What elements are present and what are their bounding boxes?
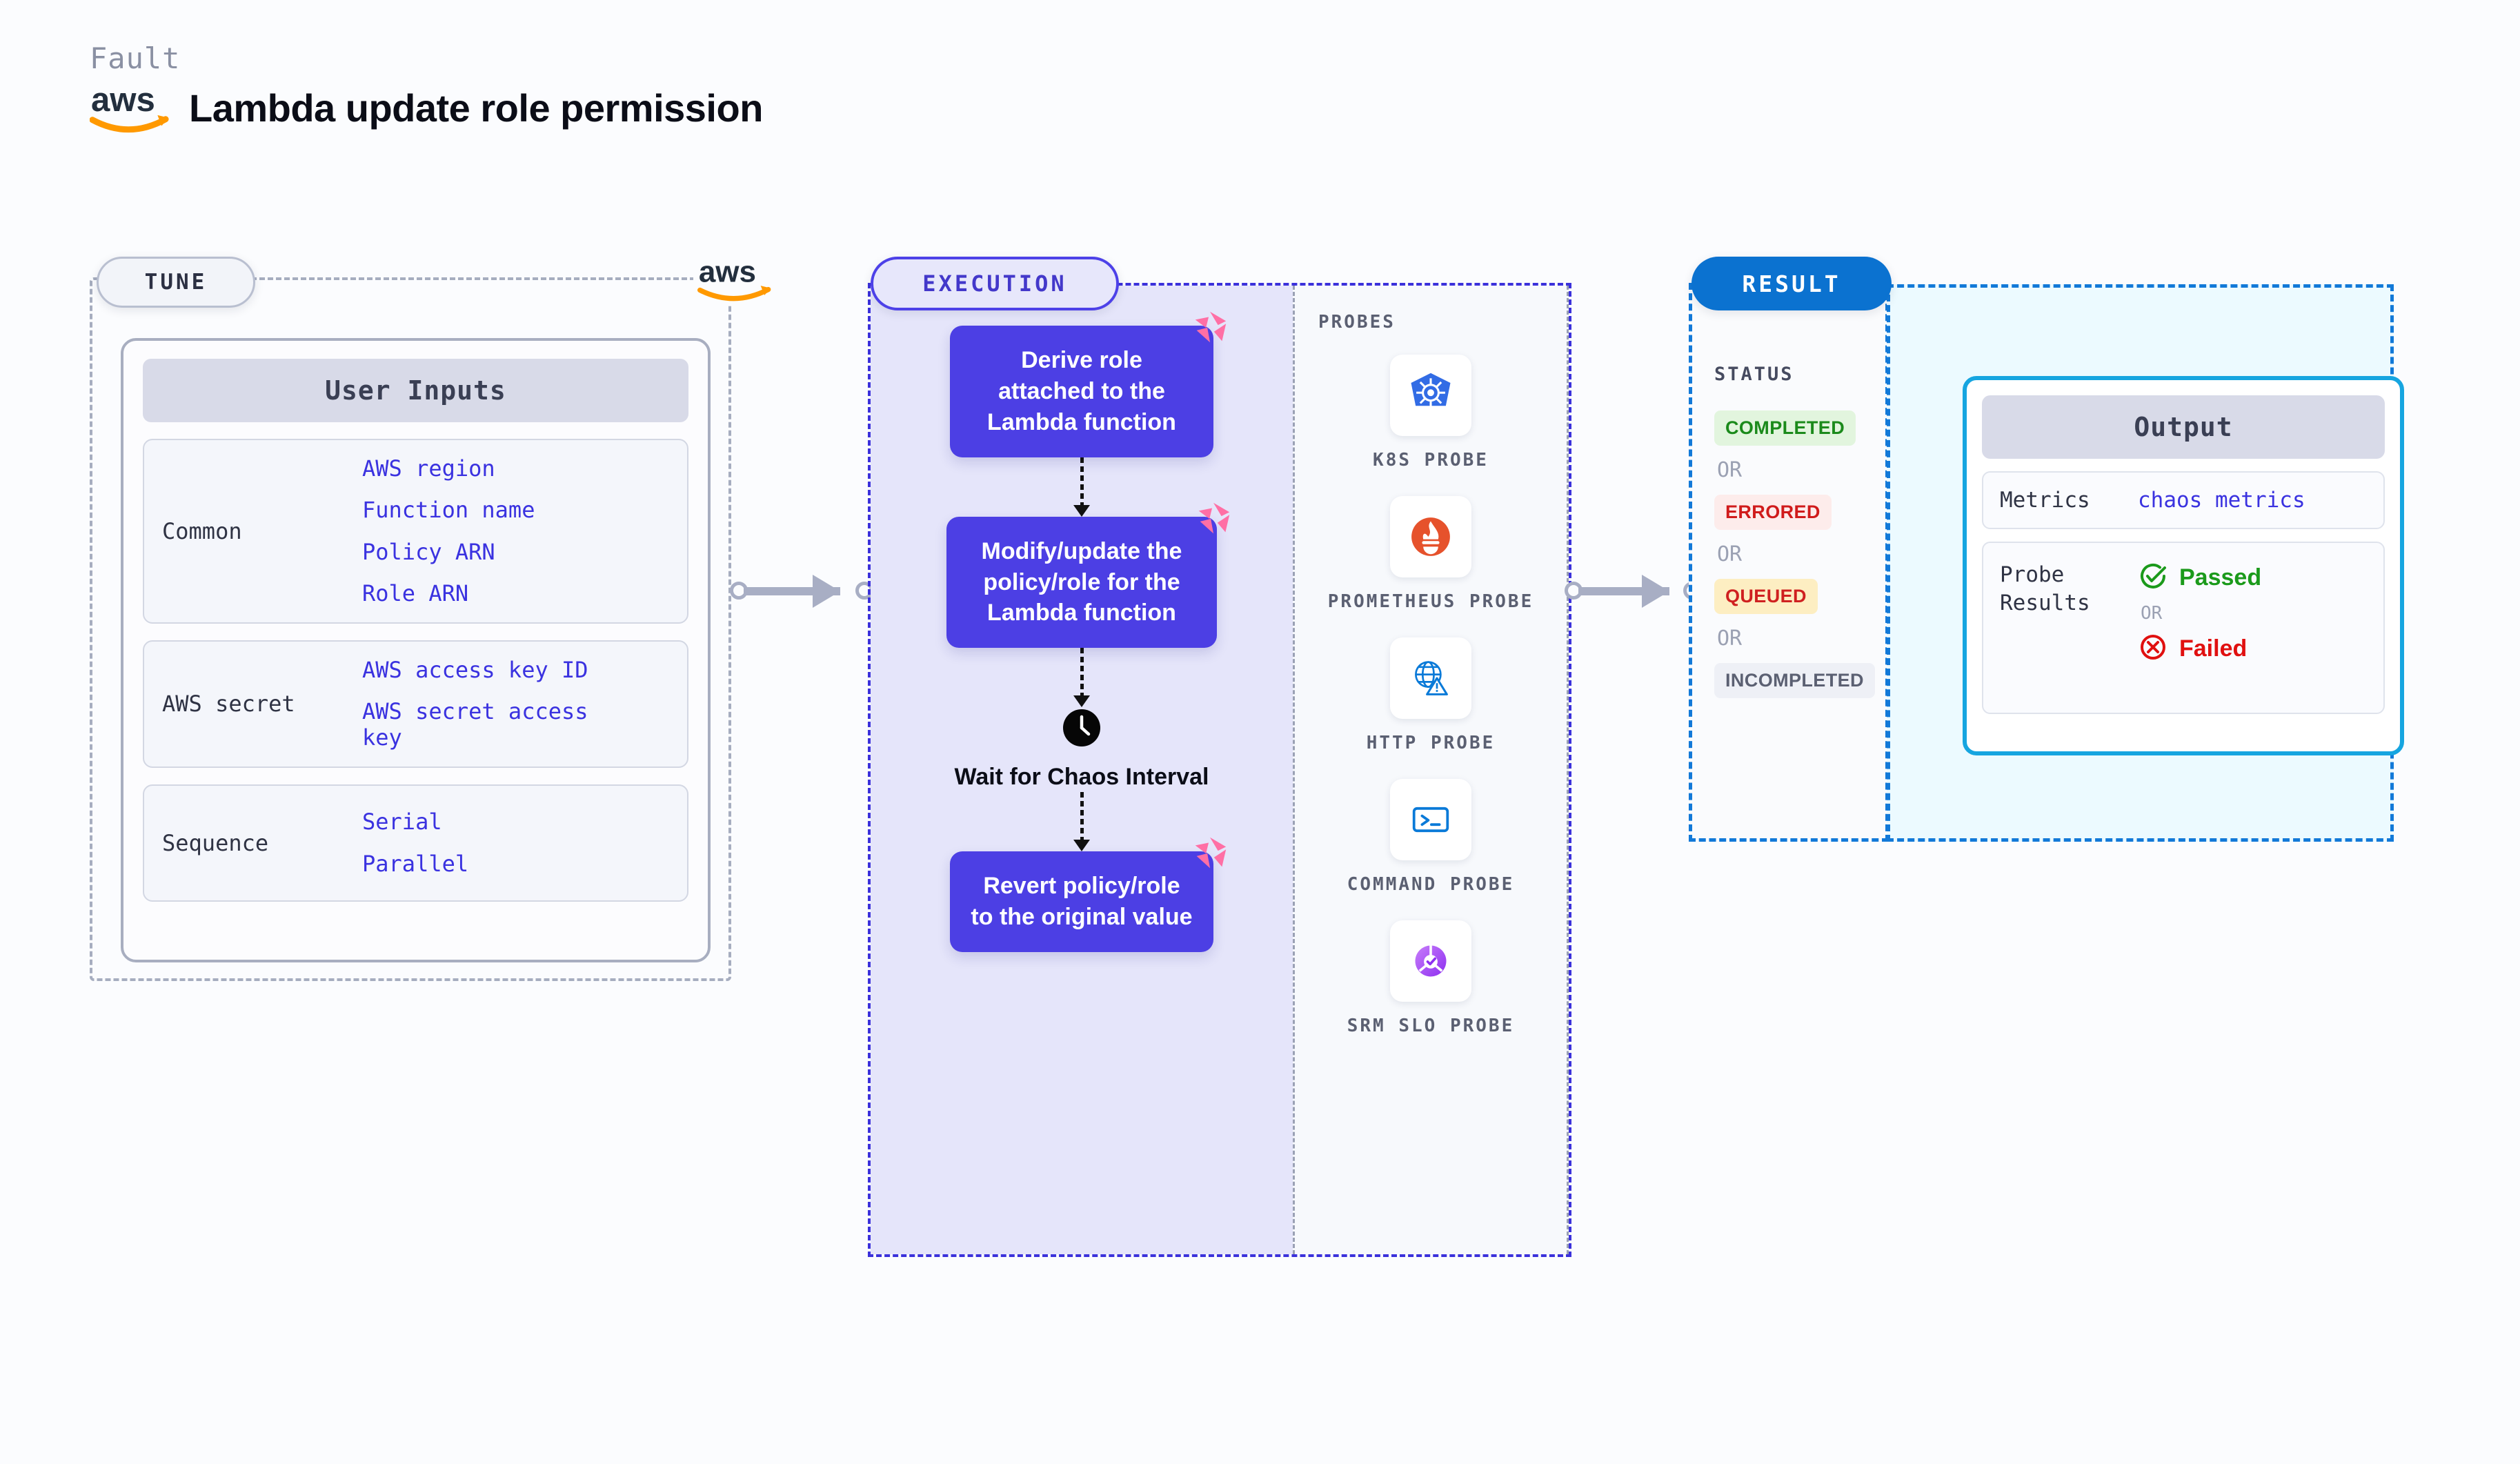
or-label: OR — [1717, 458, 1743, 482]
clock-icon — [1061, 707, 1102, 752]
result-pill: RESULT — [1691, 257, 1892, 310]
input-group-sequence: Sequence Serial Parallel — [143, 784, 688, 902]
execution-step-revert-policy[interactable]: Revert policy/role to the original value — [950, 838, 1227, 953]
connector-execution-to-result — [1565, 569, 1703, 611]
or-label: OR — [1717, 626, 1743, 651]
svg-text:aws: aws — [91, 81, 155, 119]
probe-result-passed: Passed — [2138, 561, 2261, 595]
probe-label: HTTP PROBE — [1366, 733, 1496, 754]
litmus-badge-icon — [1190, 308, 1230, 348]
status-badge-completed: COMPLETED — [1714, 410, 1856, 446]
metrics-label: Metrics — [2000, 488, 2090, 513]
input-value[interactable]: Policy ARN — [362, 538, 495, 565]
user-inputs-header: User Inputs — [143, 359, 688, 422]
result-output-panel: Output Metrics chaos metrics Probe Resul… — [1887, 284, 2404, 842]
input-value[interactable]: Parallel — [362, 850, 469, 877]
probe-label: K8S PROBE — [1373, 450, 1489, 471]
probe-label: COMMAND PROBE — [1347, 874, 1515, 896]
passed-label: Passed — [2179, 564, 2262, 591]
page-title: Lambda update role permission — [189, 86, 763, 130]
step-text: Derive role attached to the Lambda funct… — [987, 347, 1176, 435]
probe-label: SRM SLO PROBE — [1347, 1016, 1515, 1037]
x-circle-icon — [2138, 632, 2168, 666]
probe-item-prometheus[interactable]: PROMETHEUS PROBE — [1327, 496, 1534, 614]
step-arrow — [1073, 457, 1090, 517]
step-arrow — [1073, 792, 1090, 852]
fault-kind-label: Fault — [90, 41, 181, 75]
litmus-badge-icon — [1190, 833, 1230, 873]
output-card-header: Output — [1982, 395, 2385, 459]
step-arrow — [1073, 648, 1090, 708]
status-badge-queued: QUEUED — [1714, 579, 1818, 614]
http-globe-icon — [1390, 637, 1471, 720]
probe-result-failed: Failed — [2138, 632, 2261, 666]
or-label: OR — [1717, 542, 1743, 566]
connector-arrowhead — [813, 575, 840, 608]
group-label: Sequence — [162, 829, 269, 856]
output-row-probe-results: Probe Results Passed OR — [1982, 542, 2385, 715]
input-value[interactable]: AWS region — [362, 455, 495, 482]
probe-item-k8s[interactable]: K8S PROBE — [1327, 355, 1534, 473]
group-label: Common — [162, 517, 242, 544]
input-value[interactable]: AWS secret access key — [362, 698, 588, 751]
wait-label: Wait for Chaos Interval — [954, 764, 1209, 791]
terminal-icon — [1390, 779, 1471, 861]
probe-results-label: Probe Results — [2000, 562, 2090, 615]
input-value[interactable]: AWS access key ID — [362, 656, 588, 683]
execution-step-modify-policy[interactable]: Modify/update the policy/role for the La… — [946, 502, 1230, 649]
probe-label: PROMETHEUS PROBE — [1327, 591, 1534, 613]
execution-step-list: Derive role attached to the Lambda funct… — [871, 311, 1293, 953]
execution-step-wait: Wait for Chaos Interval — [954, 707, 1209, 792]
probes-title: PROBES — [1318, 312, 1396, 333]
group-label: AWS secret — [162, 691, 295, 718]
status-badge-incompleted: INCOMPLETED — [1714, 663, 1875, 698]
probe-item-srm-slo[interactable]: SRM SLO PROBE — [1327, 920, 1534, 1038]
probe-item-http[interactable]: HTTP PROBE — [1327, 637, 1534, 755]
tune-aws-logo-icon: aws — [693, 253, 773, 304]
probes-column: PROBES — [1293, 286, 1569, 1254]
execution-step-derive-role[interactable]: Derive role attached to the Lambda funct… — [950, 311, 1227, 457]
header: Fault aws Lambda update role permission — [90, 41, 763, 135]
step-text: Revert policy/role to the original value — [971, 873, 1193, 931]
or-label: OR — [2141, 603, 2163, 624]
failed-label: Failed — [2179, 635, 2248, 662]
aws-logo: aws — [90, 81, 171, 135]
step-text: Modify/update the policy/role for the La… — [981, 537, 1182, 626]
srm-slo-icon — [1390, 920, 1471, 1002]
metrics-value[interactable]: chaos metrics — [2138, 488, 2305, 513]
execution-panel: PROBES — [868, 283, 1571, 1257]
probe-item-command[interactable]: COMMAND PROBE — [1327, 779, 1534, 897]
tune-pill: TUNE — [97, 257, 255, 308]
input-value[interactable]: Function name — [362, 497, 535, 524]
prometheus-icon — [1390, 496, 1471, 578]
execution-pill: EXECUTION — [871, 257, 1119, 310]
output-row-metrics: Metrics chaos metrics — [1982, 471, 2385, 530]
input-value[interactable]: Serial — [362, 809, 442, 835]
status-title: STATUS — [1714, 364, 1794, 385]
input-value[interactable]: Role ARN — [362, 580, 469, 607]
status-badge-errored: ERRORED — [1714, 495, 1832, 530]
user-inputs-card: User Inputs Common AWS region Function n… — [121, 338, 711, 962]
output-card: Output Metrics chaos metrics Probe Resul… — [1963, 376, 2404, 755]
litmus-badge-icon — [1193, 499, 1233, 539]
kubernetes-icon — [1390, 355, 1471, 436]
input-group-aws-secret: AWS secret AWS access key ID AWS secret … — [143, 640, 688, 768]
connector-tune-to-execution — [730, 569, 875, 611]
check-circle-icon — [2138, 561, 2168, 595]
result-status-panel: STATUS COMPLETED OR ERRORED OR QUEUED OR… — [1689, 283, 1889, 842]
input-group-common: Common AWS region Function name Policy A… — [143, 439, 688, 624]
svg-text:aws: aws — [699, 255, 756, 289]
connector-arrowhead — [1642, 575, 1669, 608]
